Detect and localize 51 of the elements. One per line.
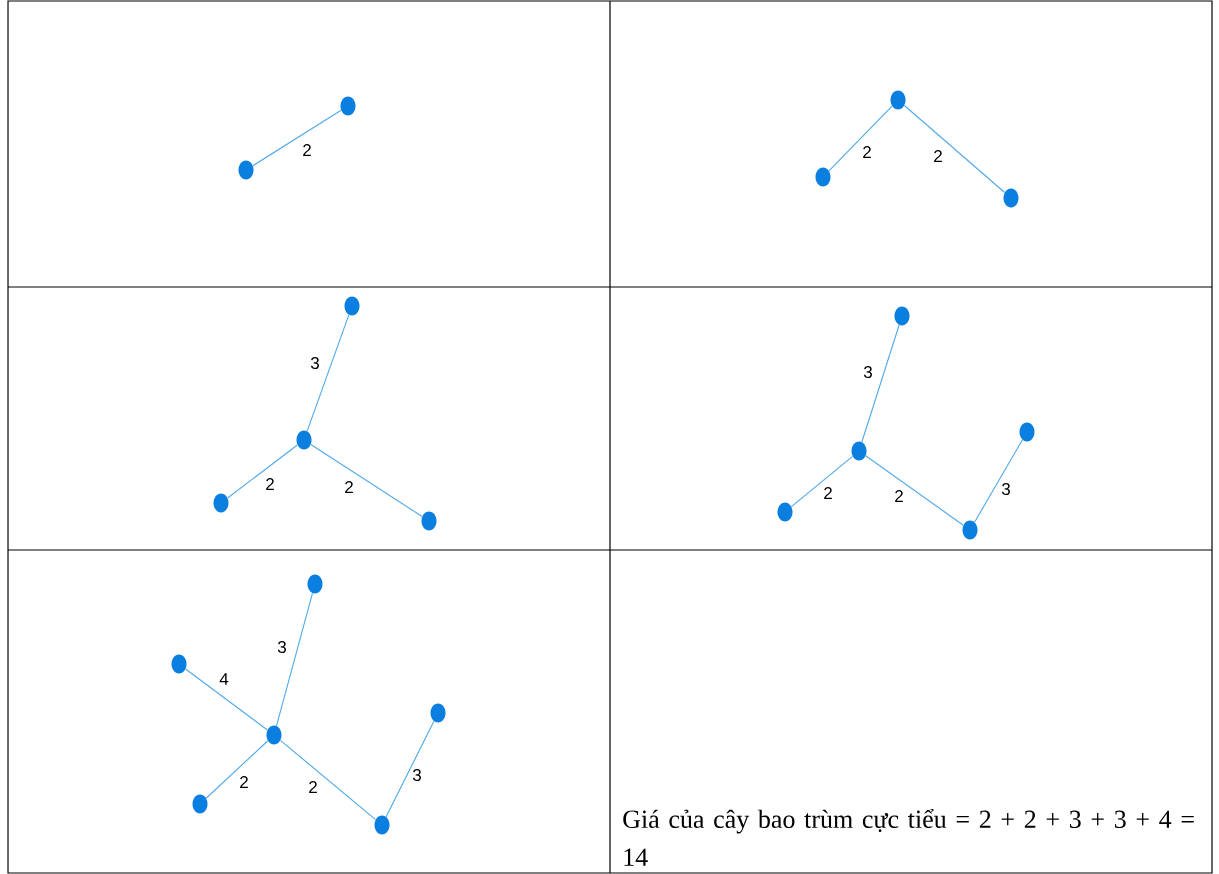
- graph-edge: [275, 592, 314, 727]
- graph-edge: [205, 740, 269, 799]
- edge-label: 2: [932, 149, 944, 163]
- graph-vertex: [344, 296, 360, 316]
- graph-edge: [279, 739, 377, 821]
- edge-label: 3: [862, 365, 874, 379]
- edge-label: 3: [276, 640, 288, 654]
- graph-vertex: [851, 441, 867, 461]
- graph-vertex: [894, 306, 910, 326]
- graph-vertex: [962, 520, 978, 540]
- edge-label: 2: [343, 480, 355, 494]
- graph-edge: [227, 444, 298, 499]
- graph-vertex: [815, 167, 831, 187]
- graph-vertex: [171, 654, 187, 674]
- graph-vertex: [340, 96, 356, 116]
- graph-edge: [385, 720, 435, 818]
- graph-vertex: [307, 574, 323, 594]
- graph-edge: [828, 105, 893, 172]
- graph-vertex: [430, 703, 446, 723]
- graph-vertex: [238, 160, 254, 180]
- edge-label: 2: [861, 145, 873, 159]
- edge-label: 2: [893, 489, 905, 503]
- graph-edge: [861, 324, 900, 443]
- graph-edge: [790, 455, 854, 508]
- edge-label: 3: [1000, 482, 1012, 496]
- graph-vertex: [421, 511, 437, 531]
- edge-label: 3: [411, 768, 423, 782]
- graph-vertex: [192, 794, 208, 814]
- graph-vertex: [890, 90, 906, 110]
- graph-edge: [974, 439, 1023, 523]
- edge-label: 2: [238, 775, 250, 789]
- graph-edge: [865, 455, 964, 526]
- edge-label: 3: [309, 356, 321, 370]
- graph-vertex: [777, 502, 793, 522]
- graph-edge: [252, 109, 342, 167]
- graph-edge: [185, 668, 268, 731]
- graph-vertex: [266, 725, 282, 745]
- graph-edge: [306, 314, 350, 432]
- edge-label: 2: [264, 477, 276, 491]
- graph-vertex: [1003, 188, 1019, 208]
- graph-vertex: [1019, 422, 1035, 442]
- graph-vertex: [374, 815, 390, 835]
- edge-label: 2: [822, 486, 834, 500]
- graph-edge: [310, 443, 423, 518]
- edge-label: 4: [218, 672, 230, 686]
- edge-label: 2: [307, 780, 319, 794]
- graph-vertex: [213, 493, 229, 513]
- edge-label: 2: [301, 143, 313, 157]
- graph-edge: [903, 104, 1006, 194]
- result-text: Giá của cây bao trùm cực tiểu = 2 + 2 + 3 + 3 + 4 = 14: [623, 808, 1194, 866]
- graph-vertex: [296, 430, 312, 450]
